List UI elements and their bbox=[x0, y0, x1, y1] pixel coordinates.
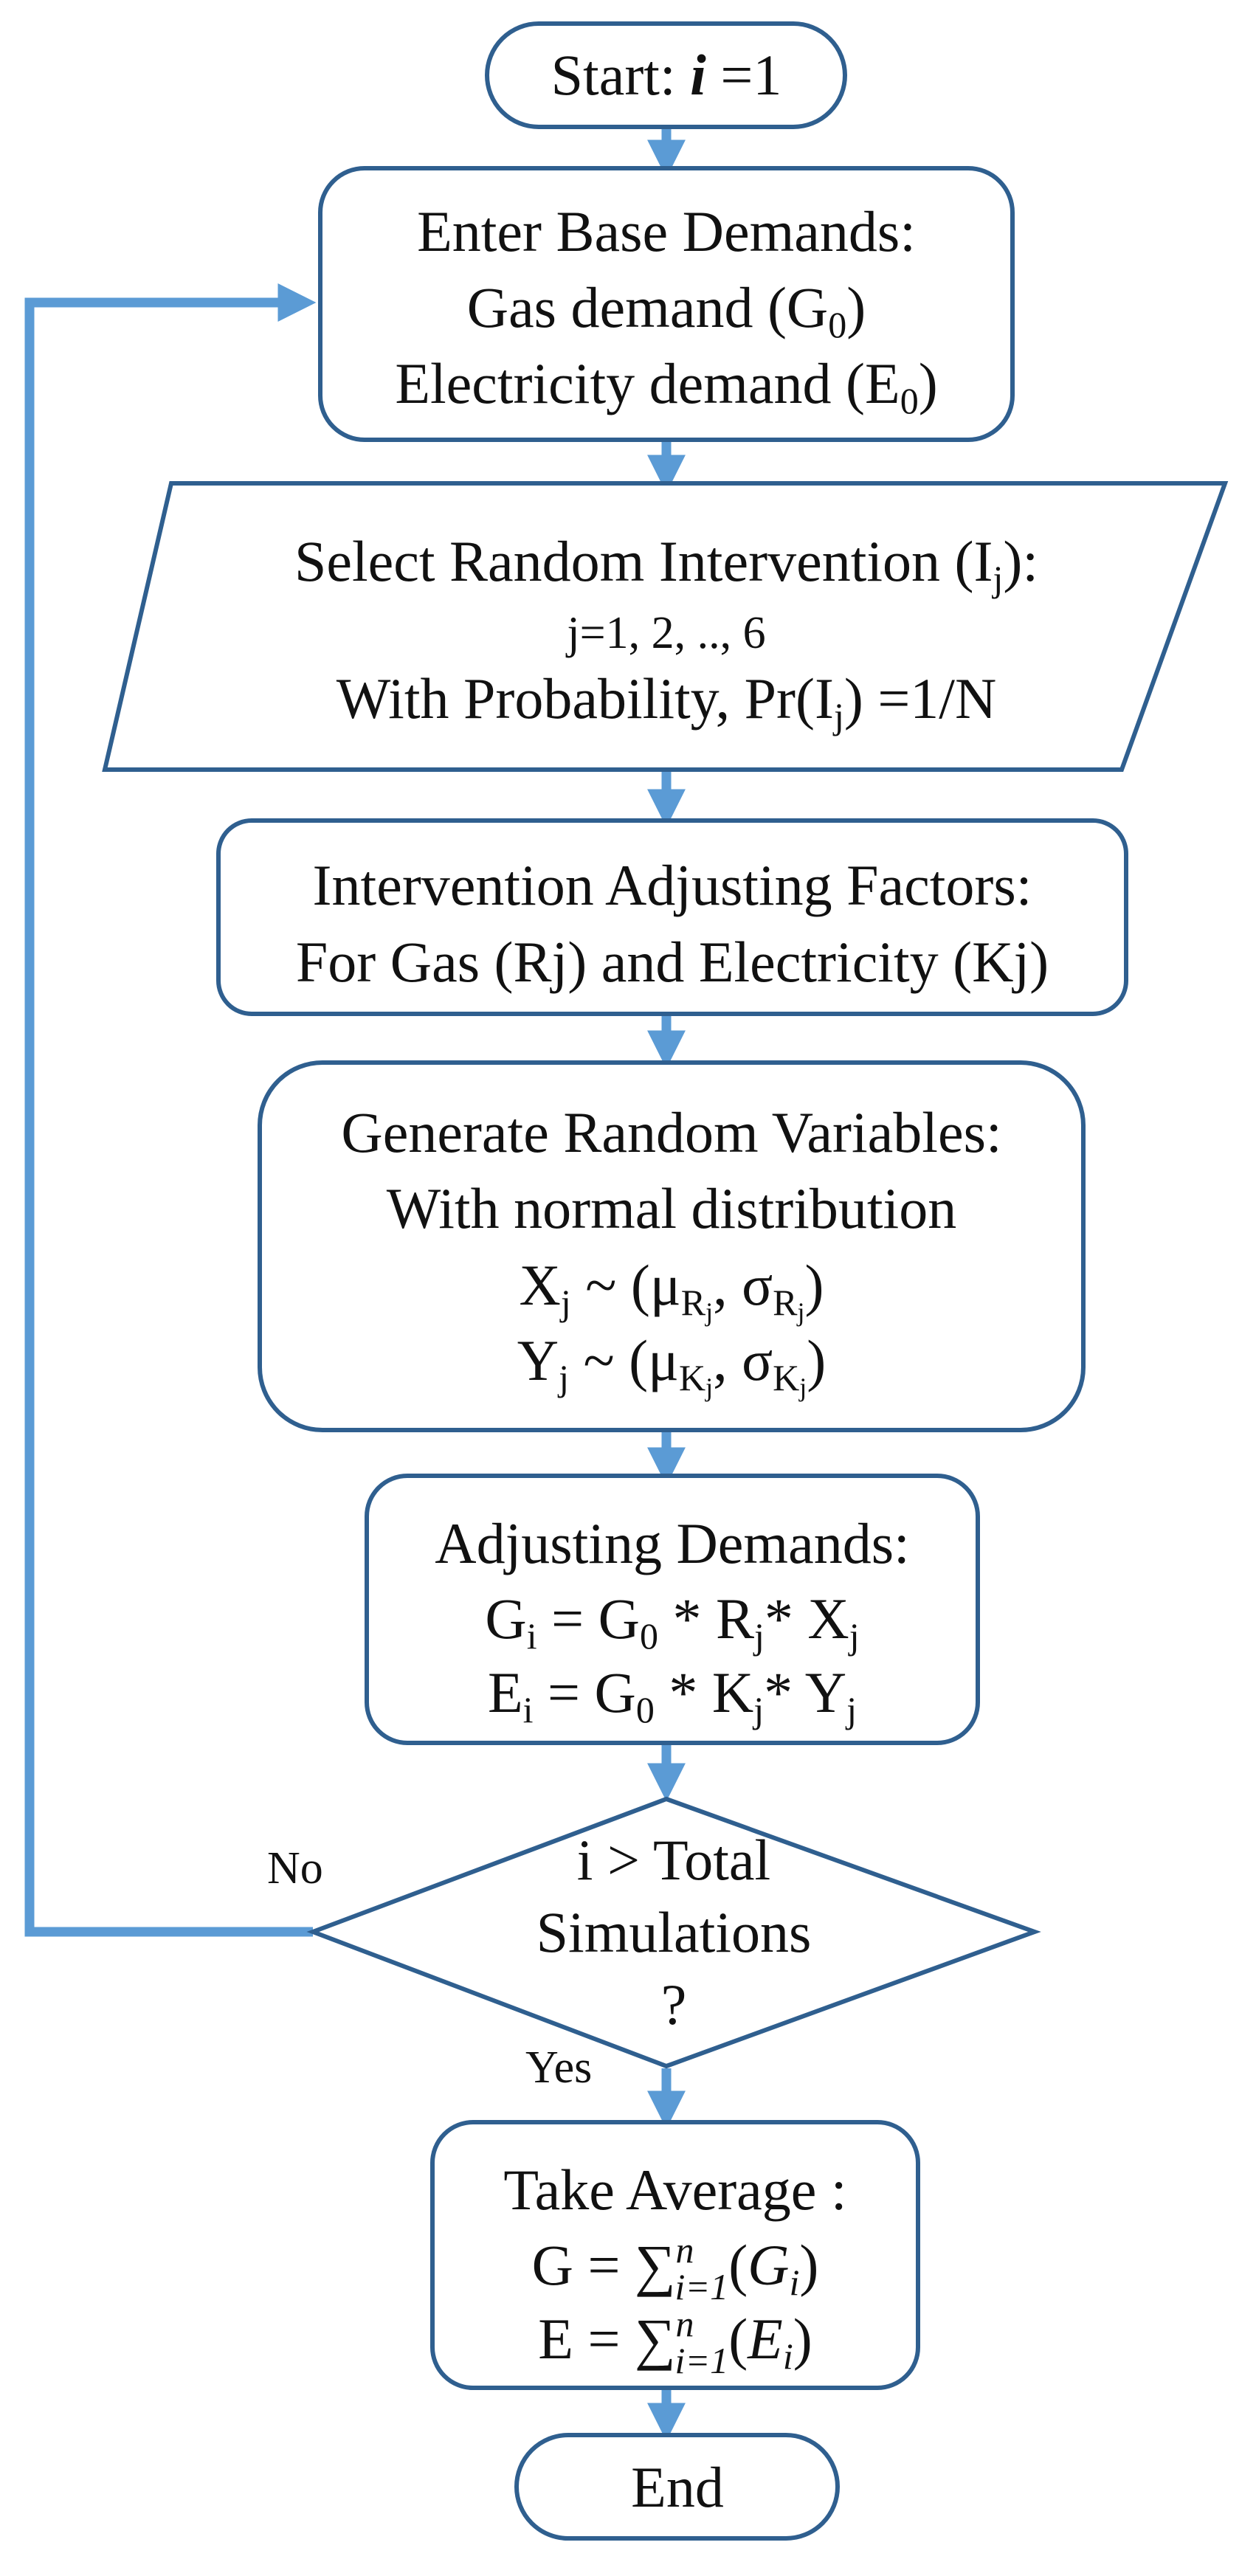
decision-line-3: ? bbox=[661, 1972, 687, 2037]
start-node: Start: i =1 bbox=[485, 21, 847, 129]
x-distribution: Xj ~ (μRj, σRj) bbox=[519, 1253, 824, 1327]
electricity-adjust-formula: Ei = G0 * Kj* Yj bbox=[488, 1660, 857, 1730]
intervention-range: j=1, 2, .., 6 bbox=[565, 608, 765, 658]
y-distribution: Yj ~ (μKj, σKj) bbox=[517, 1328, 827, 1402]
adjusting-demands-node: Adjusting Demands: Gi = G0 * Rj* Xj Ei =… bbox=[365, 1474, 980, 1745]
decision-line-1: i > Total bbox=[577, 1828, 770, 1892]
end-label: End bbox=[631, 2455, 724, 2519]
decision-line-2: Simulations bbox=[536, 1900, 812, 1964]
start-label: Start: i =1 bbox=[551, 43, 782, 107]
random-variables-title: Generate Random Variables: bbox=[341, 1100, 1001, 1164]
base-demands-title: Enter Base Demands: bbox=[417, 199, 916, 263]
end-node: End bbox=[514, 2433, 840, 2541]
decision-node: i > Total Simulations ? bbox=[306, 1796, 1041, 2069]
gas-adjust-formula: Gi = G0 * Rj* Xj bbox=[485, 1586, 859, 1657]
normal-distribution-line: With normal distribution bbox=[387, 1176, 956, 1240]
adjusting-factors-title: Intervention Adjusting Factors: bbox=[313, 853, 1032, 917]
edge-label-no: No bbox=[267, 1843, 323, 1893]
random-variables-node: Generate Random Variables: With normal d… bbox=[258, 1060, 1086, 1432]
random-intervention-title: Select Random Intervention (Ij): bbox=[294, 529, 1038, 599]
adjusting-factors-node: Intervention Adjusting Factors: For Gas … bbox=[216, 818, 1128, 1016]
take-average-title: Take Average : bbox=[503, 2158, 846, 2222]
arrow-no-loop-back bbox=[24, 283, 317, 1937]
gas-demand-line: Gas demand (G0) bbox=[467, 275, 866, 345]
random-intervention-node: Select Random Intervention (Ij): j=1, 2,… bbox=[102, 481, 1229, 772]
edge-label-yes: Yes bbox=[525, 2043, 592, 2093]
adjusting-demands-title: Adjusting Demands: bbox=[435, 1511, 909, 1575]
probability-line: With Probability, Pr(Ij) =1/N bbox=[337, 666, 997, 736]
electricity-demand-line: Electricity demand (E0) bbox=[395, 351, 937, 421]
base-demands-node: Enter Base Demands: Gas demand (G0) Elec… bbox=[318, 166, 1015, 442]
adjusting-factors-detail: For Gas (Rj) and Electricity (Kj) bbox=[296, 930, 1049, 994]
connectors bbox=[24, 129, 686, 2442]
